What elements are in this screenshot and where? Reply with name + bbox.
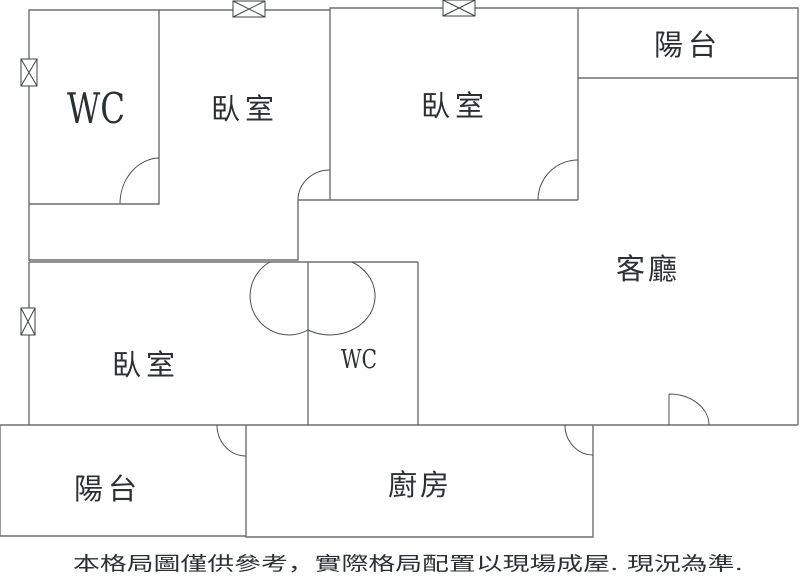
door-arc-balcony-lower — [216, 424, 247, 457]
door-arc-bedroom-2 — [537, 159, 579, 201]
door-arc-wc-lower — [307, 261, 376, 336]
doors — [119, 157, 710, 457]
room-label-bedroom-3: 臥室 — [112, 348, 180, 382]
room-label-balcony-upper: 陽台 — [654, 28, 722, 62]
door-arc-living — [668, 393, 710, 426]
window-icon — [20, 58, 38, 87]
door-arc-bedroom-3 — [249, 261, 309, 336]
room-label-bedroom-2: 臥室 — [421, 89, 489, 123]
room-label-wc-upper: WC — [67, 84, 125, 133]
windows — [20, 0, 476, 336]
window-icon — [232, 0, 266, 18]
walls — [0, 7, 799, 538]
room-label-wc-lower: WC — [341, 345, 377, 375]
door-arc-kitchen — [564, 424, 594, 456]
room-label-bedroom-1: 臥室 — [211, 92, 279, 126]
room-label-living-room: 客廳 — [616, 252, 680, 286]
disclaimer-text: 本格局圖僅供參考，實際格局配置以現場成屋. 現況為準. — [73, 553, 743, 575]
door-arc-bedroom-1 — [297, 169, 331, 201]
window-icon — [442, 0, 476, 17]
window-icon — [20, 307, 36, 336]
room-label-balcony-lower: 陽台 — [74, 472, 142, 506]
room-label-kitchen: 廚房 — [388, 468, 452, 502]
door-arc-wc-upper — [119, 157, 160, 205]
